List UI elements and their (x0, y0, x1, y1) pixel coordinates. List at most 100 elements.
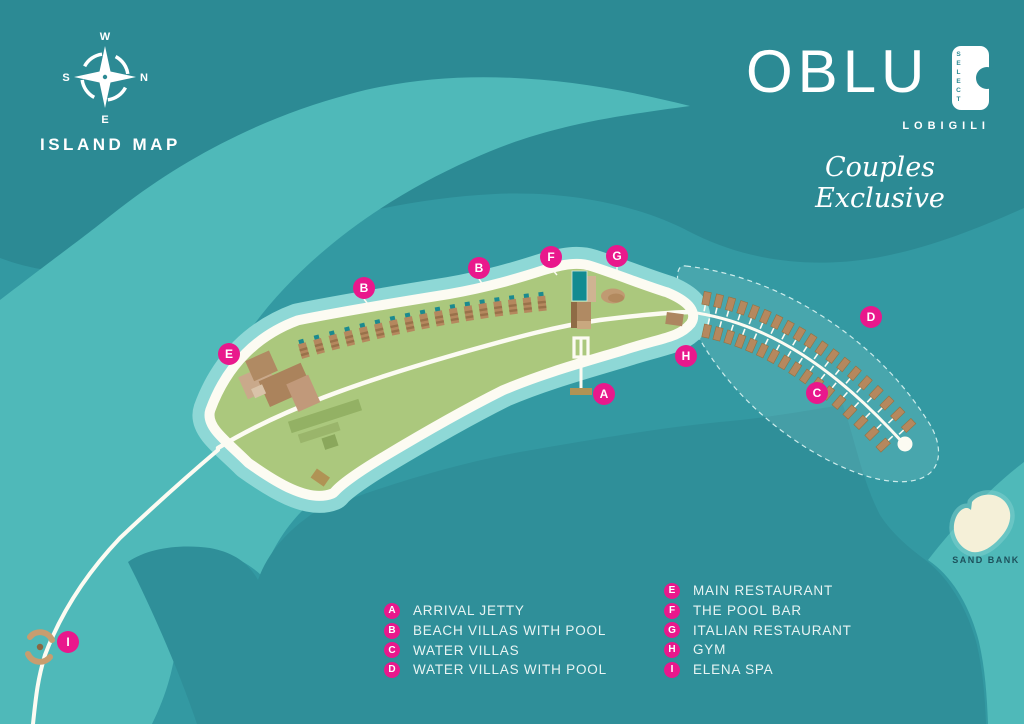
water-villa (755, 338, 769, 359)
beach-villa (448, 303, 460, 324)
svg-text:B: B (475, 261, 484, 275)
marker-leader-lines (363, 267, 618, 309)
legend-badge: A (384, 602, 400, 619)
legend-badge: E (664, 582, 680, 599)
legend-item: A ARRIVAL JETTY (384, 601, 607, 621)
map-marker-H: H (675, 345, 697, 367)
legend-badge: G (664, 622, 680, 639)
beach-villa (404, 312, 415, 333)
beach-villa (493, 297, 504, 317)
water-villa (875, 435, 894, 453)
water-villa (802, 333, 818, 353)
map-marker-B: B (468, 257, 490, 279)
map-marker-E: E (218, 343, 240, 365)
italian-restaurant-building (601, 288, 625, 304)
legend-item: E MAIN RESTAURANT (664, 581, 852, 601)
beach-villa (419, 309, 430, 330)
page-title: ISLAND MAP (40, 135, 181, 154)
brand-logo: OBLU (746, 38, 930, 105)
legend-item: F THE POOL BAR (664, 601, 852, 621)
beach-villa (463, 301, 474, 322)
svg-text:C: C (813, 386, 822, 400)
beach-villa (522, 293, 533, 314)
water-villa (712, 321, 724, 342)
compass-w: W (100, 31, 111, 43)
pool-bar-complex (571, 270, 596, 329)
water-villa (701, 318, 712, 339)
legend-label: BEACH VILLAS WITH POOL (413, 623, 607, 639)
water-villa (845, 365, 862, 384)
map-marker-F: F (540, 246, 562, 268)
water-villa (813, 340, 829, 360)
beach-villas (297, 291, 547, 359)
legend-label: WATER VILLAS (413, 642, 520, 658)
water-villa-jetty-end (897, 436, 913, 452)
legend-item: C WATER VILLAS (384, 640, 607, 660)
main-restaurant-building (238, 350, 321, 412)
beach-villa (328, 330, 341, 351)
svg-text:E: E (225, 347, 233, 361)
water-dark-bottom (128, 405, 986, 724)
beach-villa (297, 338, 310, 359)
water-villa (866, 385, 884, 403)
legend-label: THE POOL BAR (693, 603, 802, 619)
select-badge-icon (976, 67, 998, 89)
water-light-swoosh (0, 77, 690, 724)
svg-text:G: G (612, 249, 621, 263)
water-villa (723, 324, 736, 345)
legend-badge: D (384, 661, 400, 678)
compass-rose-icon: W S N E (62, 31, 148, 126)
water-villa (856, 375, 873, 394)
water-villa (701, 291, 712, 312)
gym-building (665, 311, 684, 327)
beach-villa (373, 319, 386, 340)
compass-block: W S N E ISLAND MAP (40, 30, 181, 155)
legend-column-left: A ARRIVAL JETTY B BEACH VILLAS WITH POOL C WA… (384, 601, 607, 680)
legend-label: MAIN RESTAURANT (693, 583, 834, 599)
beach-villa (313, 334, 325, 355)
water-villa (736, 300, 749, 321)
svg-text:F: F (547, 250, 554, 264)
water-villa (898, 417, 917, 435)
compass-e: E (101, 114, 108, 124)
legend-badge: B (384, 622, 400, 639)
beach-villa (433, 306, 445, 327)
beach-villa (343, 326, 356, 347)
map-marker-C: C (806, 382, 828, 404)
water-villa (747, 304, 760, 325)
map-marker-I: I (57, 631, 79, 653)
sand-bank (949, 490, 1015, 557)
legend-label: WATER VILLAS WITH POOL (413, 662, 607, 678)
beach-villa (507, 295, 518, 315)
water-villa (745, 333, 758, 354)
map-marker-G: G (606, 245, 628, 267)
brand-tagline: Couples Exclusive (815, 152, 945, 214)
legend-label: GYM (693, 642, 727, 658)
water-villa (864, 423, 882, 441)
water-villa (766, 344, 781, 364)
svg-text:D: D (867, 310, 876, 324)
water-villa (853, 412, 871, 431)
legend-badge: I (664, 661, 680, 678)
legend-badge: F (664, 602, 680, 619)
water-villa (777, 350, 792, 371)
water-villa (770, 314, 784, 335)
water-villa (788, 357, 803, 377)
svg-text:B: B (360, 281, 369, 295)
legend-item: B BEACH VILLAS WITH POOL (384, 621, 607, 641)
select-badge: SELECT (952, 46, 998, 110)
water-villa (824, 348, 840, 368)
legend-label: ARRIVAL JETTY (413, 603, 525, 619)
water-villa (842, 401, 860, 420)
water-villa (713, 293, 724, 314)
legend-badge: H (664, 641, 680, 658)
legend-badge: C (384, 642, 400, 659)
spa-structure (25, 629, 55, 665)
arrival-jetty (570, 336, 592, 395)
